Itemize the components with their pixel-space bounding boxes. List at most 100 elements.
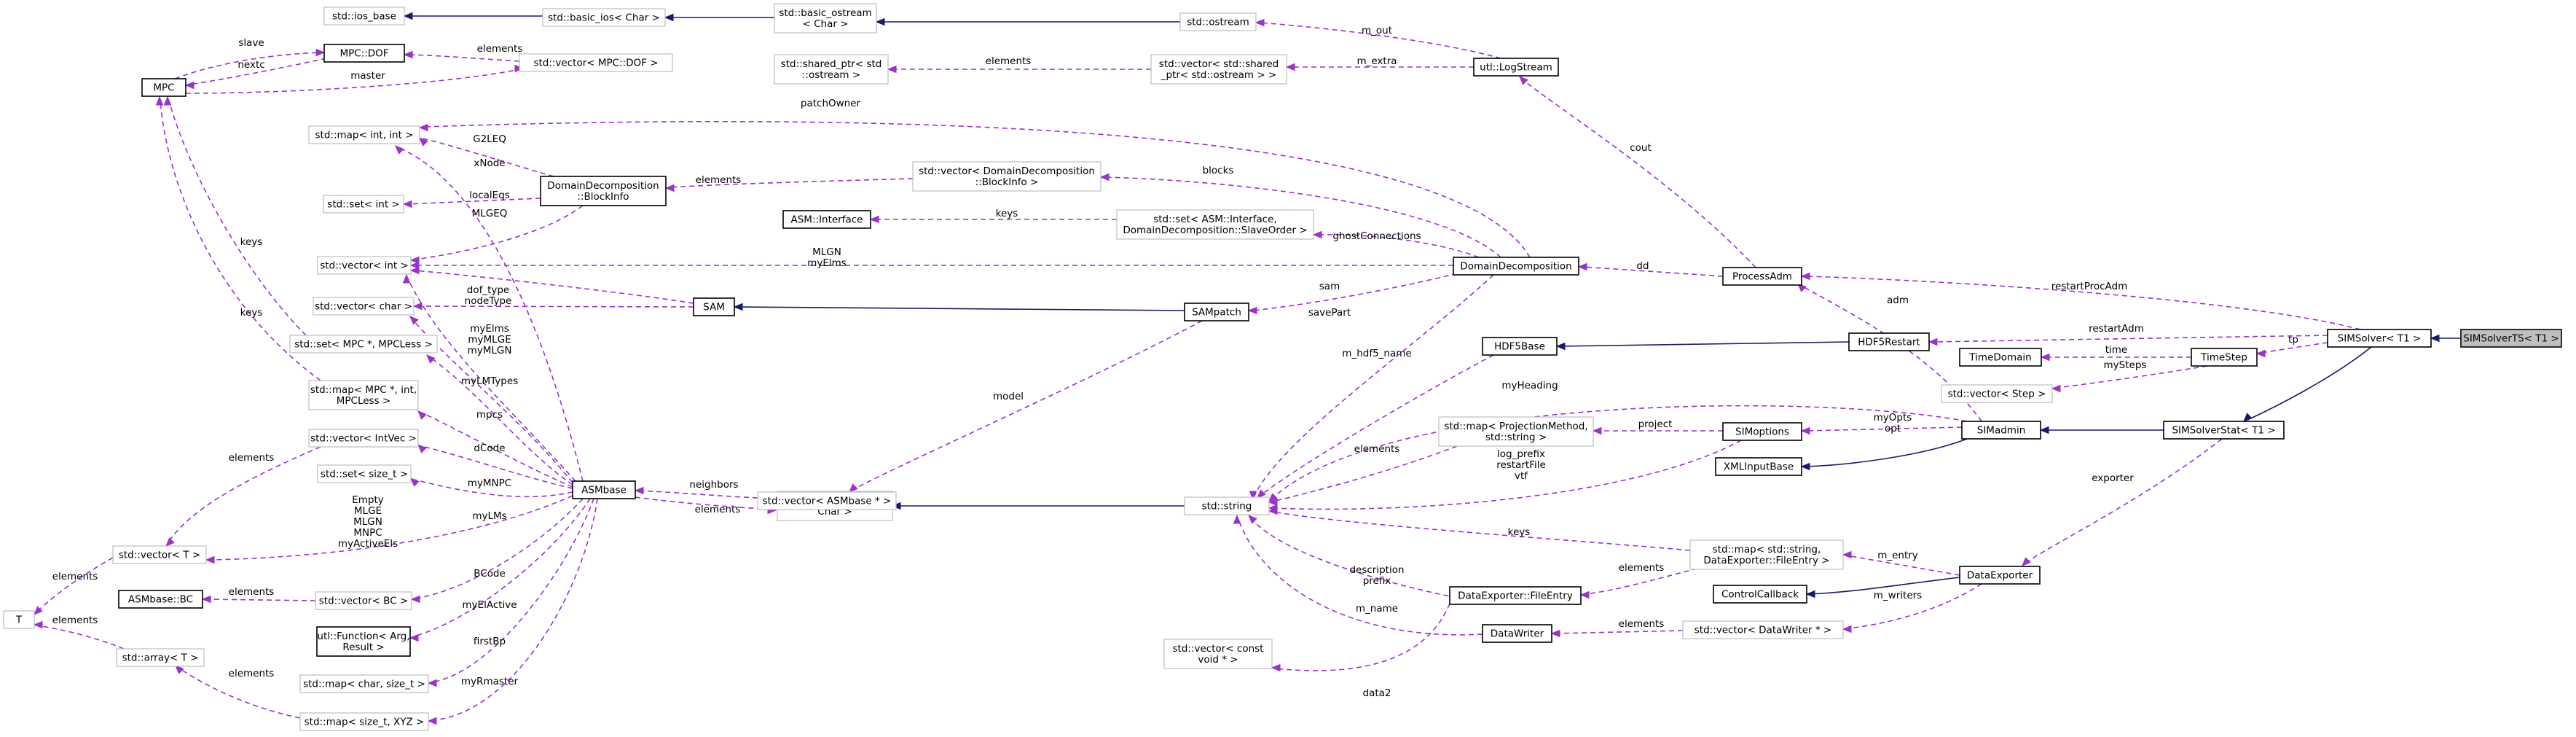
edge-fileentry-vecconstvoid: data2 (1271, 603, 1450, 699)
class-node-BC[interactable]: ASMbase::BC (118, 590, 203, 609)
class-node-mapStrFileEntry[interactable]: std::map< std::string,DataExporter::File… (1689, 539, 1844, 570)
class-node-SIMSolver[interactable]: SIMSolver< T1 > (2327, 329, 2432, 348)
class-node-mapMPCint[interactable]: std::map< MPC *, int,MPCLess > (308, 380, 419, 410)
edge-line (1275, 603, 1450, 671)
class-node-XMLInputBase[interactable]: XMLInputBase (1715, 457, 1802, 476)
class-node-HDF5Restart[interactable]: HDF5Restart (1848, 332, 1930, 351)
class-node-DomainDecomposition[interactable]: DomainDecomposition (1453, 257, 1579, 276)
class-node-vecASMbase[interactable]: std::vector< ASMbase * > (757, 491, 897, 510)
class-node-ControlCallback[interactable]: ControlCallback (1713, 585, 1807, 604)
class-name: utl::Function< Arg, (317, 631, 409, 642)
edge-simadmin-xmlinput (1800, 438, 1968, 471)
edge-label: elements (1354, 443, 1400, 455)
edge-label: dd (1636, 260, 1649, 272)
class-node-setSizeT[interactable]: std::set< size_t > (317, 464, 412, 483)
class-node-mapIntInt[interactable]: std::map< int, int > (308, 125, 420, 144)
class-node-SAM[interactable]: SAM (693, 297, 735, 316)
edge-label: dof_type (467, 284, 510, 296)
edge-mpc-mpcdof: slave (174, 37, 326, 79)
arrow-head-icon (1247, 306, 1257, 315)
edge-line (178, 667, 301, 719)
arrow-head-icon (849, 483, 858, 493)
arrow-head-icon (427, 679, 437, 687)
class-node-mapCharSizeT[interactable]: std::map< char, size_t > (299, 674, 429, 693)
class-name: XMLInputBase (1724, 461, 1794, 473)
class-node-vecChar[interactable]: std::vector< char > (313, 297, 415, 316)
class-node-basicIos[interactable]: std::basic_ios< Char > (542, 8, 666, 27)
class-box (317, 464, 412, 483)
class-box (519, 53, 673, 72)
class-node-sharedOstream[interactable]: std::shared_ptr< std::ostream > (774, 54, 889, 85)
edge-line (1805, 426, 1963, 432)
class-node-arrayT[interactable]: std::array< T > (116, 648, 205, 667)
class-name: DomainDecomposition (547, 180, 659, 192)
class-node-SIMSolverTS[interactable]: SIMSolverTS< T1 > (2460, 329, 2562, 348)
class-node-MPCDOF[interactable]: MPC::DOF (323, 44, 405, 63)
class-box (1689, 539, 1844, 570)
class-node-mapSizeTXYZ[interactable]: std::map< size_t, XYZ > (299, 712, 429, 731)
class-node-MPC[interactable]: MPC (141, 78, 186, 97)
edge-mpcdof-mpc: nextc (184, 58, 327, 90)
class-box (323, 44, 405, 63)
class-node-BlockInfo[interactable]: DomainDecomposition::BlockInfo (540, 176, 667, 206)
class-node-SIMadmin[interactable]: SIMadmin (1961, 421, 2041, 440)
class-node-vecMPCDOF[interactable]: std::vector< MPC::DOF > (519, 53, 673, 72)
class-node-DataWriter[interactable]: DataWriter (1482, 624, 1552, 643)
class-node-TimeStep[interactable]: TimeStep (2191, 348, 2258, 367)
edge-mapfileentry-string: keys (1268, 507, 1691, 551)
edge-line (1251, 518, 1458, 598)
edge-logstream-vecsharedostream: m_extra (1285, 55, 1474, 71)
class-node-setInt[interactable]: std::set< int > (323, 195, 404, 214)
edge-line (1846, 555, 1960, 576)
class-node-vecInt[interactable]: std::vector< int > (317, 256, 412, 275)
class-node-TimeDomain[interactable]: TimeDomain (1959, 348, 2042, 367)
class-node-string[interactable]: std::string (1184, 496, 1270, 515)
edge-asmbase-function: myElActive (409, 498, 591, 642)
class-node-T[interactable]: T (3, 610, 35, 629)
edge-label: m_name (1356, 603, 1398, 615)
class-node-ASMInterface[interactable]: ASM::Interface (782, 210, 871, 229)
class-node-DataExporter[interactable]: DataExporter (1959, 566, 2041, 585)
arrow-head-icon (175, 665, 184, 674)
class-node-vecBlockInfo[interactable]: std::vector< DomainDecomposition::BlockI… (912, 161, 1102, 192)
edge-label: project (1638, 418, 1673, 430)
arrow-head-icon (409, 633, 419, 642)
class-box (572, 480, 636, 499)
edge-label: myMNPC (468, 477, 511, 489)
class-node-Function[interactable]: utl::Function< Arg,Result > (316, 626, 411, 657)
class-node-SIMoptions[interactable]: SIMoptions (1722, 422, 1802, 441)
class-node-ProcessAdm[interactable]: ProcessAdm (1722, 267, 1802, 286)
class-node-HDF5Base[interactable]: HDF5Base (1482, 337, 1558, 356)
edge-line (737, 306, 1185, 311)
arrow-head-icon (427, 717, 437, 725)
class-node-SAMpatch[interactable]: SAMpatch (1184, 303, 1249, 321)
edge-label: G2LEQ (473, 133, 506, 145)
class-node-vecStep[interactable]: std::vector< Step > (1941, 384, 2053, 403)
class-name: std::shared_ptr< std (781, 58, 882, 70)
class-node-iosBase[interactable]: std::ios_base (323, 7, 405, 26)
class-node-vecT[interactable]: std::vector< T > (112, 545, 207, 564)
edge-label: elements (229, 452, 275, 464)
class-node-LogStream[interactable]: utl::LogStream (1473, 58, 1559, 77)
class-box (757, 491, 897, 510)
edge-line (1271, 405, 1968, 500)
class-node-ostream[interactable]: std::ostream (1179, 12, 1257, 31)
class-node-SIMSolverStat[interactable]: SIMSolverStat< T1 > (2163, 421, 2285, 440)
class-node-FileEntry[interactable]: DataExporter::FileEntry (1449, 586, 1582, 605)
class-node-vecDataWriter[interactable]: std::vector< DataWriter * > (1682, 620, 1844, 639)
class-name: DataExporter (1967, 570, 2033, 582)
class-node-mapProjection[interactable]: std::map< ProjectionMethod,std::string > (1438, 416, 1594, 447)
class-node-vecSharedOstream[interactable]: std::vector< std::shared_ptr< std::ostre… (1150, 54, 1287, 85)
class-name: std::set< ASM::Interface, (1153, 214, 1277, 225)
edge-simadmin-string: myHeading (1268, 380, 1968, 502)
class-node-setASMInterface[interactable]: std::set< ASM::Interface,DomainDecomposi… (1116, 209, 1314, 240)
edge-label: elements (1619, 618, 1665, 630)
edge-label: dCode (474, 442, 505, 454)
class-node-basicOstream[interactable]: std::basic_ostream< Char > (774, 3, 877, 34)
class-node-vecIntVec[interactable]: std::vector< IntVec > (308, 429, 419, 448)
class-node-vecBC[interactable]: std::vector< BC > (315, 591, 412, 610)
class-node-setMPCptr[interactable]: std::set< MPC *, MPCLess > (289, 335, 438, 354)
class-node-ASMbase[interactable]: ASMbase (572, 480, 636, 499)
